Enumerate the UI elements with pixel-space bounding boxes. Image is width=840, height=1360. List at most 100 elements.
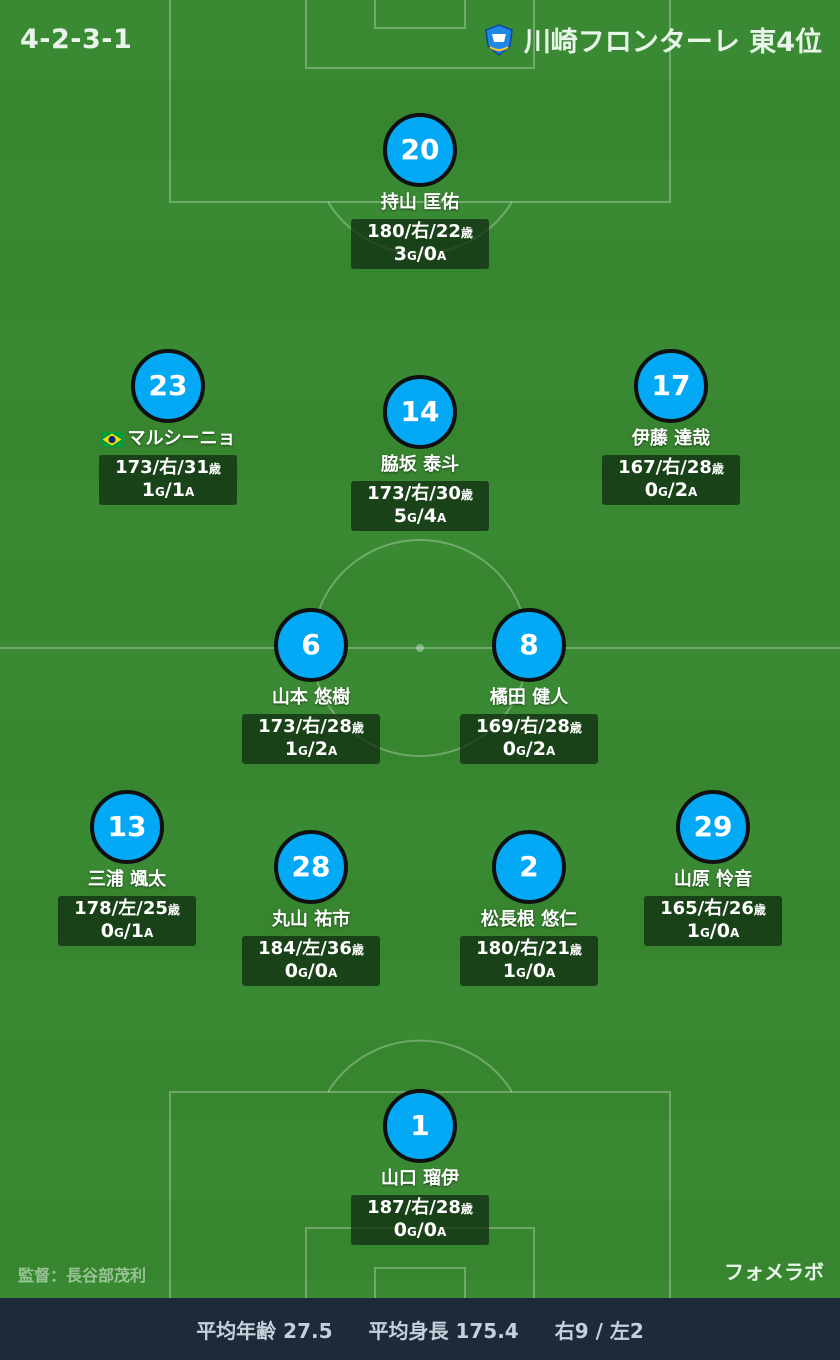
player-name: 山本 悠樹 <box>271 687 351 708</box>
goal-unit: G <box>406 249 417 263</box>
player-stats: 184/左/36歳 0G/0A <box>242 936 380 986</box>
player-foot: 右 <box>704 898 723 919</box>
player-stats: 173/右/28歳 1G/2A <box>242 714 380 764</box>
age-unit: 歳 <box>569 943 582 957</box>
assist-unit: A <box>184 485 195 499</box>
player-stats: 173/右/30歳 5G/4A <box>351 481 489 531</box>
player-assists: 0 <box>716 920 730 942</box>
assist-unit: A <box>143 926 154 940</box>
assist-unit: A <box>436 511 447 525</box>
player-name: 持山 匡佑 <box>380 192 460 213</box>
player-profile: 180/右/22歳 <box>367 221 473 242</box>
player-profile: 180/右/21歳 <box>476 938 582 959</box>
team-crest-icon <box>484 23 513 56</box>
player-height: 187 <box>367 1197 405 1218</box>
player-number-badge[interactable]: 17 <box>634 349 708 423</box>
age-unit: 歳 <box>460 1202 473 1216</box>
player-stats: 167/右/28歳 0G/2A <box>602 455 740 505</box>
player-number-badge[interactable]: 29 <box>676 790 750 864</box>
avg-age: 平均年齢 27.5 <box>196 1318 333 1343</box>
player-age: 21 <box>544 938 570 959</box>
age-unit: 歳 <box>753 903 766 917</box>
player-foot: 右 <box>662 457 681 478</box>
player-card[interactable]: 14 脇坂 泰斗 173/右/30歳 5G/4A <box>340 375 500 531</box>
player-profile: 187/右/28歳 <box>367 1197 473 1218</box>
player-age: 26 <box>728 898 754 919</box>
player-name: 脇坂 泰斗 <box>380 454 460 475</box>
player-goals-assists: 0G/0A <box>284 960 338 982</box>
player-height: 173 <box>115 457 153 478</box>
player-number-badge[interactable]: 8 <box>492 608 566 682</box>
player-assists: 0 <box>423 1219 437 1241</box>
player-goals: 1 <box>284 738 298 760</box>
foot-ratio: 右9 / 左2 <box>554 1318 644 1343</box>
player-number-badge[interactable]: 23 <box>131 349 205 423</box>
player-assists: 0 <box>532 960 546 982</box>
player-height: 169 <box>476 716 514 737</box>
player-name: 橘田 健人 <box>489 687 569 708</box>
assist-unit: A <box>545 966 556 980</box>
player-name: 伊藤 達哉 <box>631 428 711 449</box>
player-name: 丸山 祐市 <box>271 909 351 930</box>
player-card[interactable]: 6 山本 悠樹 173/右/28歳 1G/2A <box>231 608 391 764</box>
player-age: 31 <box>183 457 209 478</box>
player-card[interactable]: 23 マルシーニョ 173/右/31歳 1G/1A <box>88 349 248 505</box>
player-height: 178 <box>74 898 112 919</box>
team-name: 川崎フロンターレ 東4位 <box>523 27 822 58</box>
player-height: 180 <box>367 221 405 242</box>
player-profile: 169/右/28歳 <box>476 716 582 737</box>
assist-unit: A <box>327 744 338 758</box>
player-card[interactable]: 8 橘田 健人 169/右/28歳 0G/2A <box>449 608 609 764</box>
player-height: 173 <box>258 716 296 737</box>
player-name: 三浦 颯太 <box>87 869 167 890</box>
player-card[interactable]: 28 丸山 祐市 184/左/36歳 0G/0A <box>231 830 391 986</box>
player-foot: 右 <box>159 457 178 478</box>
player-card[interactable]: 2 松長根 悠仁 180/右/21歳 1G/0A <box>449 830 609 986</box>
player-goals: 5 <box>393 505 407 527</box>
player-assists: 0 <box>314 960 328 982</box>
player-card[interactable]: 17 伊藤 達哉 167/右/28歳 0G/2A <box>591 349 751 505</box>
pitch-lines <box>0 0 840 1298</box>
player-age: 30 <box>435 483 461 504</box>
player-stats: 173/右/31歳 1G/1A <box>99 455 237 505</box>
player-foot: 右 <box>302 716 321 737</box>
player-age: 22 <box>435 221 461 242</box>
player-card[interactable]: 13 三浦 颯太 178/左/25歳 0G/1A <box>47 790 207 946</box>
formation-label: 4-2-3-1 <box>20 24 133 55</box>
goal-unit: G <box>297 744 308 758</box>
player-name-row: 山口 瑠伊 <box>340 1167 500 1191</box>
player-profile: 173/右/28歳 <box>258 716 364 737</box>
player-name-row: 松長根 悠仁 <box>449 908 609 932</box>
player-profile: 184/左/36歳 <box>258 938 364 959</box>
player-assists: 1 <box>130 920 144 942</box>
player-foot: 右 <box>411 1197 430 1218</box>
age-unit: 歳 <box>208 462 221 476</box>
player-number-badge[interactable]: 20 <box>383 113 457 187</box>
player-number-badge[interactable]: 1 <box>383 1089 457 1163</box>
player-height: 184 <box>258 938 296 959</box>
player-card[interactable]: 29 山原 怜音 165/右/26歳 1G/0A <box>633 790 793 946</box>
player-number-badge[interactable]: 28 <box>274 830 348 904</box>
player-number-badge[interactable]: 6 <box>274 608 348 682</box>
player-name-row: 橘田 健人 <box>449 686 609 710</box>
player-number-badge[interactable]: 2 <box>492 830 566 904</box>
player-assists: 4 <box>423 505 437 527</box>
goal-unit: G <box>297 966 308 980</box>
player-name-row: 山本 悠樹 <box>231 686 391 710</box>
player-number-badge[interactable]: 13 <box>90 790 164 864</box>
player-card[interactable]: 20 持山 匡佑 180/右/22歳 3G/0A <box>340 113 500 269</box>
player-card[interactable]: 1 山口 瑠伊 187/右/28歳 0G/0A <box>340 1089 500 1245</box>
player-name-row: 持山 匡佑 <box>340 191 500 215</box>
player-foot: 右 <box>411 483 430 504</box>
player-name-row: 三浦 颯太 <box>47 868 207 892</box>
footer-stats: 平均年齢 27.5 平均身長 175.4 右9 / 左2 <box>0 1298 840 1360</box>
player-stats: 178/左/25歳 0G/1A <box>58 896 196 946</box>
player-goals-assists: 3G/0A <box>393 243 447 265</box>
player-assists: 2 <box>532 738 546 760</box>
player-number-badge[interactable]: 14 <box>383 375 457 449</box>
player-foot: 右 <box>411 221 430 242</box>
player-goals-assists: 5G/4A <box>393 505 447 527</box>
player-stats: 180/右/21歳 1G/0A <box>460 936 598 986</box>
player-stats: 169/右/28歳 0G/2A <box>460 714 598 764</box>
age-unit: 歳 <box>167 903 180 917</box>
